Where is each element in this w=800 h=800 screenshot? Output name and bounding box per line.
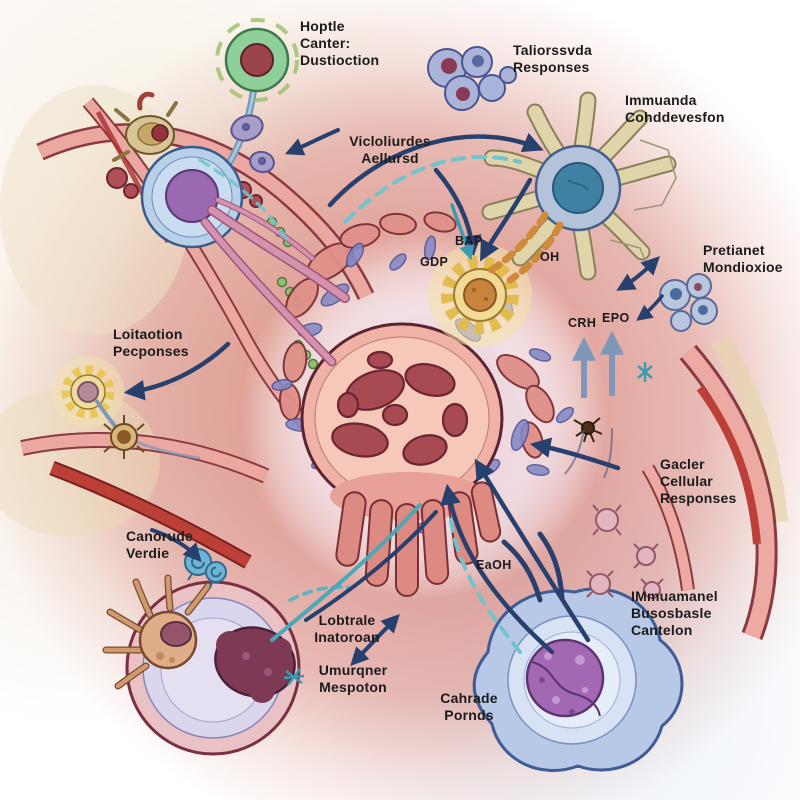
- small-tan-cell: [103, 415, 145, 459]
- label-gdp: GDP: [420, 255, 449, 269]
- label-pretianet: Pretianet Mondioxioe: [703, 242, 783, 276]
- label-lobtrale: Lobtrale Inatoroan: [314, 612, 380, 646]
- label-loitaotion: Loitaotion Pecponses: [113, 326, 189, 360]
- pink-tentacles: [200, 197, 350, 367]
- engulfed-mass: [214, 626, 296, 703]
- label-umurqner: Umurqner Mespoton: [318, 662, 388, 696]
- signal-arrows: [123, 128, 664, 666]
- teal-fragment: [283, 668, 305, 686]
- blue-cell: [140, 145, 244, 249]
- teal-sparkle: [637, 362, 653, 382]
- label-hostile-canter: Hoptle Canter: Dustioction: [300, 18, 380, 69]
- label-bap: BAP: [455, 234, 483, 248]
- label-vicloliurdes: Vicloliurdes Aellursd: [349, 133, 431, 167]
- purple-amoeba-cells: [230, 114, 275, 174]
- label-taliorssvda: Taliorssvda Responses: [513, 42, 592, 76]
- green-cell: [215, 18, 299, 102]
- top-left-cells: [106, 18, 350, 367]
- organelles: [331, 350, 469, 466]
- pink-spiky-cells: [586, 504, 664, 599]
- label-cahrade: Cahrade Pornds: [440, 690, 498, 724]
- orange-signal-chain: [484, 211, 564, 284]
- label-immuamanel: IMmuamanel Busosbasle Cantelon: [631, 588, 718, 639]
- label-eaoh: EaOH: [476, 558, 512, 572]
- right-cell-cluster: [659, 273, 718, 332]
- label-epo: EPO: [602, 311, 630, 325]
- sun-gear-cell: [428, 243, 532, 347]
- dendritic-fragment: [102, 574, 212, 690]
- label-crh: CRH: [568, 316, 597, 330]
- mite-particle: [573, 417, 603, 443]
- label-oh: OH: [540, 250, 560, 264]
- label-gacler: Gacler Cellular Responses: [660, 456, 737, 507]
- label-canorude: Canorude Verdie: [126, 528, 193, 562]
- top-cell-cluster: [427, 46, 517, 111]
- lymphocyte-cell: [472, 587, 684, 772]
- label-immuanda: Immuanda Cohddevesfon: [625, 92, 725, 126]
- macrophage-cell: [102, 574, 301, 756]
